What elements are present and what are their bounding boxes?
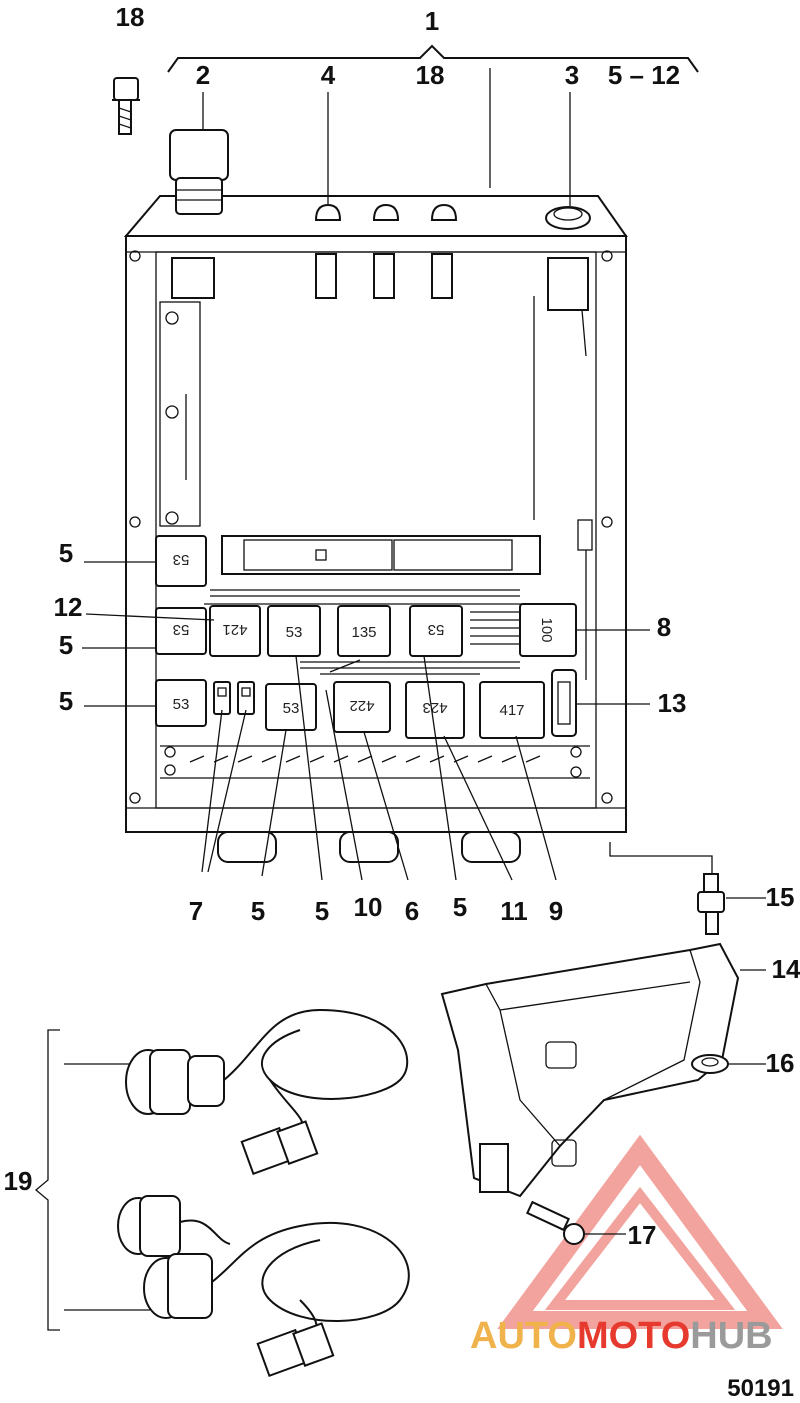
callout-numbers: 1 18 18 2 4 3 5 – 12 5 12 5 5 8 13 7 5 5…: [4, 2, 800, 1250]
callout-5-b: 5: [59, 630, 73, 660]
relay-421: 421: [209, 605, 261, 657]
callout-16: 16: [766, 1048, 795, 1078]
relay-53-center: 53: [267, 605, 321, 657]
callout-2: 2: [196, 60, 210, 90]
callout-9: 9: [549, 896, 563, 926]
relay-wiring: [204, 589, 540, 675]
watermark-hub: HUB: [690, 1315, 772, 1357]
callout-10: 10: [354, 892, 383, 922]
relay-417: 417: [479, 681, 545, 739]
callout-7: 7: [189, 896, 203, 926]
cap-part-3: [545, 206, 591, 230]
electrical-box-assembly: 53 53 53 421 53 135 53 100: [123, 129, 628, 863]
relay-label: 423: [422, 699, 447, 716]
relay-label: 422: [349, 697, 374, 714]
svg-text:AUTOMOTOHUB: AUTOMOTOHUB: [470, 1315, 773, 1357]
sender-part-15: [697, 873, 766, 935]
callout-15: 15: [766, 882, 795, 912]
relay-422: 422: [333, 681, 391, 733]
callout-8: 8: [657, 612, 671, 642]
relay-53-mid-left: 53: [155, 607, 207, 655]
relay-label: 135: [351, 624, 376, 641]
relay-53-right: 53: [409, 605, 463, 657]
callout-11: 11: [500, 896, 528, 926]
relay-53-low-left: 53: [155, 679, 207, 727]
callout-5-d: 5: [251, 896, 265, 926]
top-group-bracket: [167, 44, 699, 73]
callout-13: 13: [658, 688, 687, 718]
callout-4: 4: [321, 60, 336, 90]
relay-label: 53: [286, 624, 303, 641]
relay-label: 53: [428, 621, 445, 638]
relay-label: 100: [538, 617, 555, 642]
diode-part-7: [213, 681, 255, 715]
callout-18-top-left: 18: [116, 2, 145, 32]
harness-2: [117, 1195, 410, 1378]
bracket-part-14: [440, 942, 766, 1198]
harness-plug-part-2: [169, 129, 229, 215]
callout-1: 1: [425, 6, 439, 36]
relay-label: 53: [283, 700, 300, 717]
relay-label: 421: [222, 621, 247, 638]
bolt-part-18-top: [112, 77, 140, 135]
relay-135: 135: [337, 605, 391, 657]
grommets-part-4: [314, 203, 458, 221]
callout-12: 12: [54, 592, 83, 622]
screw-part-17: [526, 1200, 626, 1245]
callout-18-top: 18: [416, 60, 445, 90]
callout-6: 6: [405, 896, 419, 926]
locknut-part-16: [691, 1054, 766, 1074]
relay-53-top-left: 53: [155, 535, 207, 587]
figure-number: 50191: [727, 1375, 794, 1402]
automotohub-watermark-text: AUTOMOTOHUB: [470, 1315, 773, 1357]
relay-423: 423: [405, 681, 465, 739]
callout-5-c: 5: [59, 686, 73, 716]
callout-3: 3: [565, 60, 579, 90]
watermark-moto: MOTO: [577, 1315, 690, 1357]
relay-label: 417: [499, 702, 524, 719]
relay-100: 100: [519, 603, 577, 657]
callout-19: 19: [4, 1166, 33, 1196]
relay-label: 53: [173, 621, 190, 638]
leader-lines: [82, 68, 713, 881]
fuse-holder-part-13: [551, 669, 577, 737]
callout-5-f: 5: [453, 892, 467, 922]
harness-1: [125, 1008, 409, 1176]
harness-set-part-19: [34, 1008, 410, 1378]
watermark-auto: AUTO: [470, 1315, 577, 1357]
relay-53-bottom: 53: [265, 683, 317, 731]
callout-5-e: 5: [315, 896, 329, 926]
callout-17: 17: [628, 1220, 657, 1250]
relay-label: 53: [173, 696, 190, 713]
callout-14: 14: [772, 954, 800, 984]
callout-5-12: 5 – 12: [608, 60, 680, 90]
callout-5-a: 5: [59, 538, 73, 568]
relay-label: 53: [173, 551, 190, 568]
